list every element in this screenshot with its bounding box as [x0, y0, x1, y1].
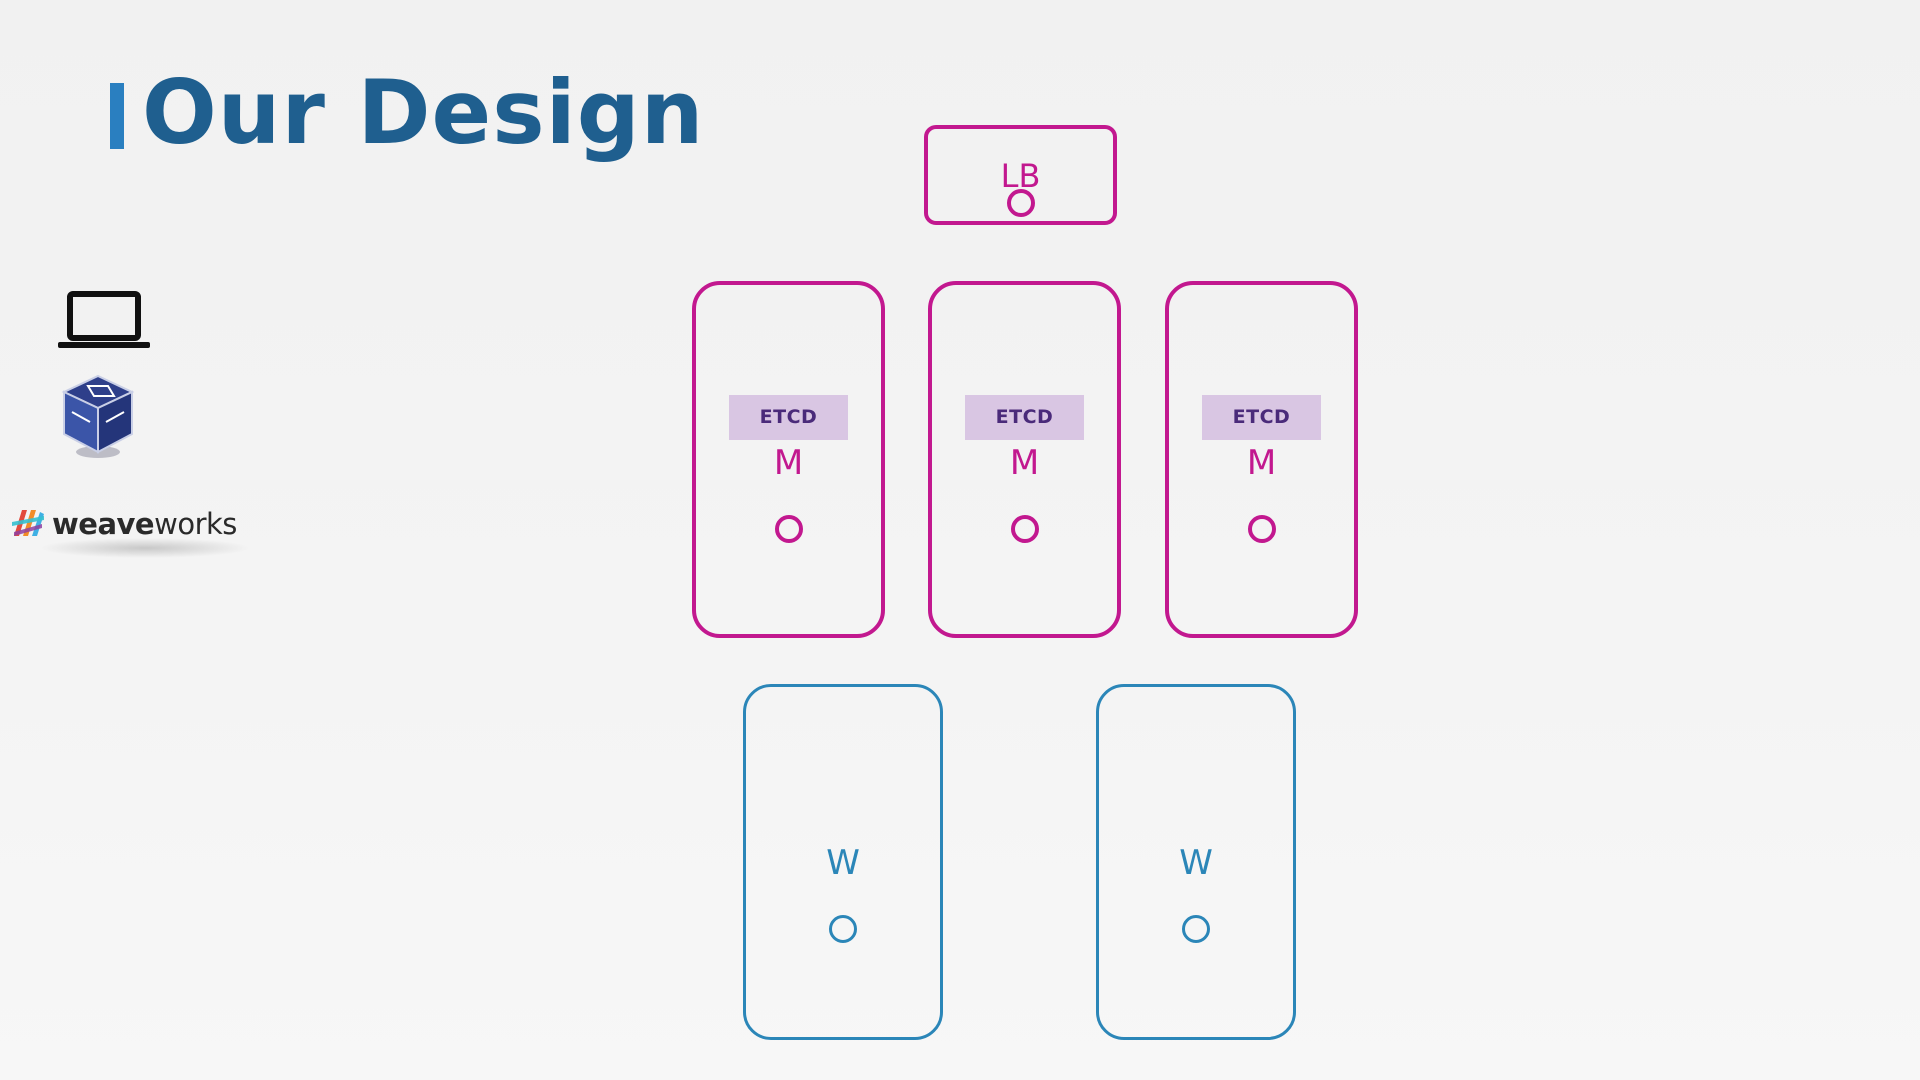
etcd-badge-1: ETCD [729, 395, 848, 440]
weaveworks-logo-shadow [40, 538, 250, 558]
laptop-icon [58, 291, 150, 348]
weaveworks-mark-icon [12, 510, 44, 536]
worker-label-2: W [1179, 843, 1213, 883]
worker-label-1: W [826, 843, 860, 883]
master-node-3: ETCD M [1165, 281, 1358, 638]
slide-title: Our Design [142, 61, 705, 164]
master-label-1: M [773, 443, 804, 483]
master-port-icon-1 [774, 515, 803, 543]
worker-node-2: W [1096, 684, 1296, 1040]
master-label-2: M [1009, 443, 1040, 483]
load-balancer-node: LB [924, 125, 1117, 225]
load-balancer-port-icon [1006, 189, 1035, 217]
virtualbox-icon [61, 374, 135, 458]
weaveworks-logo: weaveworks [10, 500, 250, 558]
etcd-badge-2: ETCD [965, 395, 1084, 440]
weaveworks-wordmark-regular: works [154, 507, 237, 541]
worker-port-icon-2 [1182, 915, 1210, 943]
master-node-2: ETCD M [928, 281, 1121, 638]
etcd-badge-3: ETCD [1202, 395, 1321, 440]
master-port-icon-2 [1010, 515, 1039, 543]
load-balancer-label: LB [1000, 157, 1041, 195]
master-node-1: ETCD M [692, 281, 885, 638]
weaveworks-wordmark-bold: weave [52, 507, 155, 541]
weaveworks-wordmark: weaveworks [52, 504, 237, 544]
worker-node-1: W [743, 684, 943, 1040]
master-label-3: M [1246, 443, 1277, 483]
master-port-icon-3 [1247, 515, 1276, 543]
title-accent-bar [110, 83, 124, 149]
worker-port-icon-1 [829, 915, 857, 943]
